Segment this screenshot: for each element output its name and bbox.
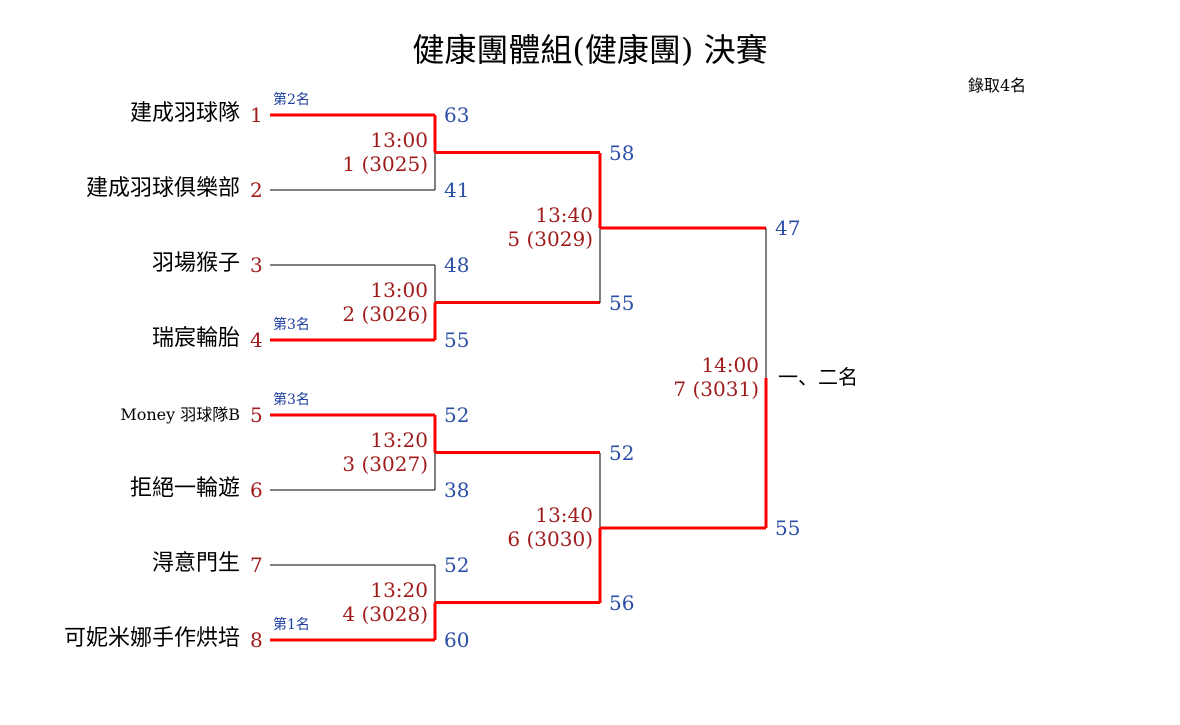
seed-number: 5 xyxy=(250,403,263,427)
match-time: 13:20 xyxy=(370,427,428,452)
team-name: 建成羽球隊 xyxy=(129,101,240,126)
team-name: 羽場猴子 xyxy=(151,251,240,276)
seed-number: 8 xyxy=(250,628,263,652)
score: 55 xyxy=(609,291,635,315)
score: 60 xyxy=(444,628,470,652)
score: 52 xyxy=(444,553,470,577)
rank-label: 第2名 xyxy=(273,92,310,108)
team-name: 拒絕一輪遊 xyxy=(129,476,240,501)
rank-label: 第3名 xyxy=(273,317,310,333)
match-time: 14:00 xyxy=(701,353,759,377)
rank-label: 第1名 xyxy=(273,617,310,633)
rank-label: 第3名 xyxy=(273,392,310,408)
match-time: 13:40 xyxy=(535,503,593,527)
match-label: 4 (3028) xyxy=(342,601,428,626)
score: 48 xyxy=(444,253,470,277)
match-label: 1 (3025) xyxy=(342,151,428,176)
seed-number: 3 xyxy=(250,253,263,277)
match-time: 13:40 xyxy=(535,203,593,227)
team-name: 淂意門生 xyxy=(151,551,240,576)
seed-number: 7 xyxy=(250,553,263,577)
match-time: 13:00 xyxy=(370,277,428,302)
score: 52 xyxy=(609,441,635,465)
team-name: 可妮米娜手作烘培 xyxy=(63,626,240,651)
score: 55 xyxy=(775,516,801,540)
winner-label: 一、二名 xyxy=(778,365,858,389)
team-name: 建成羽球俱樂部 xyxy=(85,176,240,201)
team-name: Money 羽球隊B xyxy=(120,405,240,424)
score: 56 xyxy=(609,591,635,615)
seed-number: 6 xyxy=(250,478,263,502)
match-time: 13:20 xyxy=(370,577,428,602)
seed-number: 4 xyxy=(250,328,263,352)
seed-number: 1 xyxy=(250,103,263,127)
match-label: 6 (3030) xyxy=(507,527,593,551)
score: 47 xyxy=(775,216,801,240)
page-title: 健康團體組(健康團) 決賽 xyxy=(412,31,768,69)
score: 52 xyxy=(444,403,470,427)
quota-label: 錄取4名 xyxy=(968,76,1027,95)
score: 58 xyxy=(609,141,635,165)
match-label: 3 (3027) xyxy=(342,451,428,476)
score: 38 xyxy=(444,478,470,502)
match-label: 5 (3029) xyxy=(507,227,593,251)
match-label: 7 (3031) xyxy=(673,377,759,401)
match-time: 13:00 xyxy=(370,127,428,152)
score: 55 xyxy=(444,328,470,352)
match-label: 2 (3026) xyxy=(342,301,428,326)
team-name: 瑞宸輪胎 xyxy=(151,326,240,351)
score: 41 xyxy=(444,178,470,202)
score: 63 xyxy=(444,103,470,127)
seed-number: 2 xyxy=(250,178,263,202)
